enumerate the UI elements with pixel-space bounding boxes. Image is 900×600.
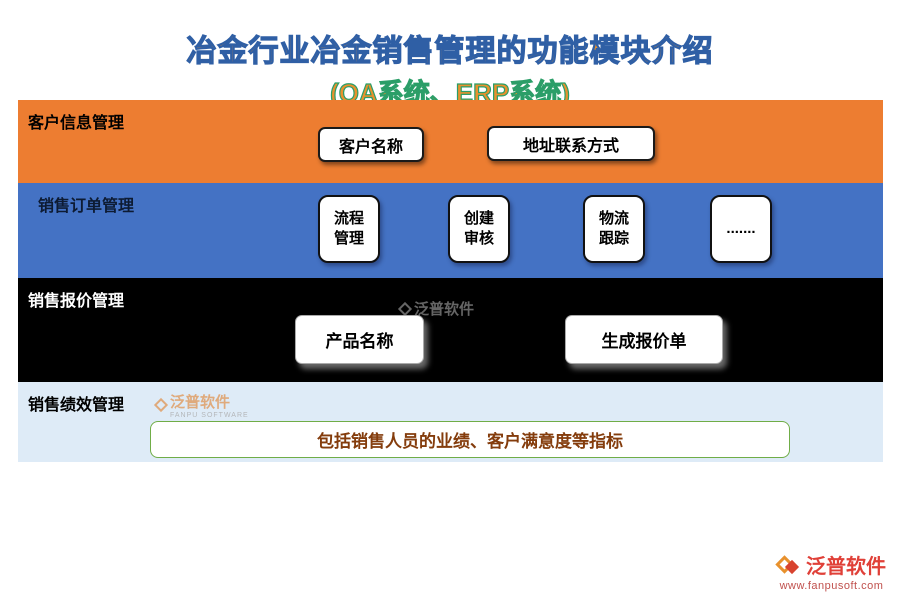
box-address-contact: 地址联系方式 bbox=[487, 126, 655, 161]
title-line-1: 冶金行业冶金销售管理的功能模块介绍 bbox=[186, 34, 714, 68]
footer-brand-name: 泛普软件 bbox=[806, 556, 886, 578]
band-sales-order-label: 销售订单管理 bbox=[38, 198, 135, 215]
band-sales-quotation-label: 销售报价管理 bbox=[28, 293, 125, 310]
watermark-diamond-icon bbox=[153, 397, 169, 413]
band-customer-info: 客户信息管理 客户名称 地址联系方式 bbox=[18, 100, 883, 183]
band-sales-quotation: 销售报价管理 泛普软件 产品名称 生成报价单 bbox=[18, 278, 883, 382]
box-process-management: 流程 管理 bbox=[318, 195, 380, 263]
box-product-name: 产品名称 bbox=[295, 315, 424, 364]
watermark-band4-sub: FANPU SOFTWARE bbox=[170, 412, 249, 419]
box-create-review: 创建 审核 bbox=[448, 195, 510, 263]
band-sales-order: 销售订单管理 流程 管理 创建 审核 物流 跟踪 ....... bbox=[18, 183, 883, 278]
footer-url: www.fanpusoft.com bbox=[779, 580, 884, 592]
box-logistics-tracking: 物流 跟踪 bbox=[583, 195, 645, 263]
page-title: 冶金行业冶金销售管理的功能模块介绍 (OA系统、ERP系统) bbox=[0, 26, 900, 110]
band-customer-info-label: 客户信息管理 bbox=[28, 115, 125, 132]
box-generate-quotation: 生成报价单 bbox=[565, 315, 723, 364]
footer-brand: 泛普软件 www.fanpusoft.com bbox=[775, 550, 886, 592]
watermark-band4-brand: 泛普软件 bbox=[170, 394, 231, 411]
band-sales-performance-label: 销售绩效管理 bbox=[28, 397, 125, 414]
watermark-band3-text: 泛普软件 bbox=[414, 301, 475, 318]
box-ellipsis: ....... bbox=[710, 195, 772, 263]
box-customer-name: 客户名称 bbox=[318, 127, 424, 162]
watermark-band4: 泛普软件 FANPU SOFTWARE bbox=[153, 391, 249, 419]
watermark-diamond-icon bbox=[397, 301, 413, 316]
box-performance-description: 包括销售人员的业绩、客户满意度等指标 bbox=[150, 421, 790, 458]
fanpu-logo-icon bbox=[775, 553, 801, 577]
band-sales-performance: 销售绩效管理 泛普软件 FANPU SOFTWARE 包括销售人员的业绩、客户满… bbox=[18, 382, 883, 462]
watermark-band4-text: 泛普软件 FANPU SOFTWARE bbox=[170, 391, 249, 419]
